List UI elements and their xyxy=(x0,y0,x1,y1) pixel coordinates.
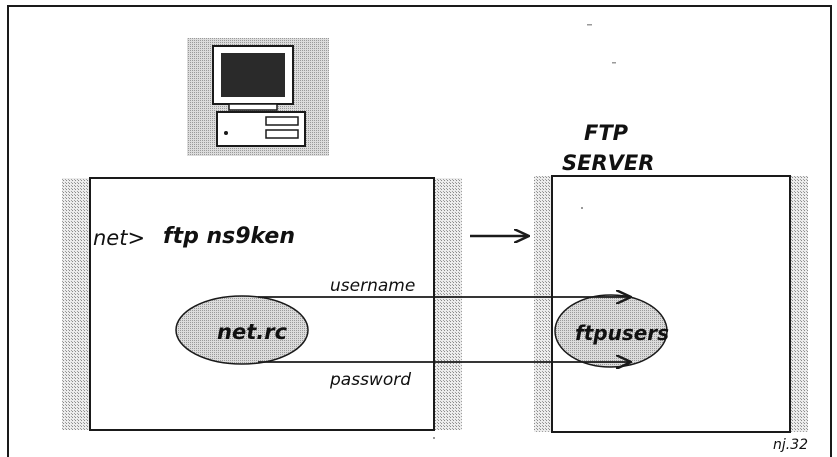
netrc-ellipse xyxy=(175,295,309,365)
outer-frame xyxy=(7,5,832,457)
scan-specks xyxy=(433,24,616,439)
netrc-label: net.rc xyxy=(217,320,288,344)
command-text: ftp ns9ken xyxy=(163,224,295,249)
username-label: username xyxy=(330,276,416,296)
figure-reference: nj.32 xyxy=(773,437,809,453)
ftpusers-ellipse xyxy=(554,294,668,368)
ftpusers-label: ftpusers xyxy=(575,321,670,345)
server-title-line2: SERVER xyxy=(562,151,655,175)
desktop-computer-icon xyxy=(187,38,329,156)
server-title-line1: FTP xyxy=(584,121,629,145)
password-label: password xyxy=(330,370,412,390)
command-prompt: net> xyxy=(93,226,146,250)
